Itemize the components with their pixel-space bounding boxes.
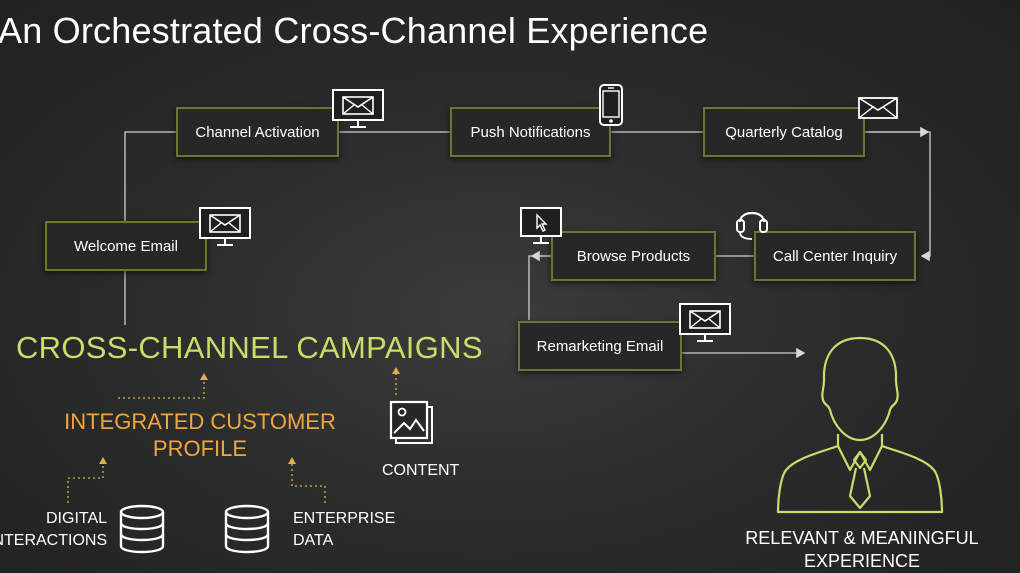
relevant-experience-label: RELEVANT & MEANINGFUL EXPERIENCE	[745, 528, 979, 571]
node-remarketing-email: Remarketing Email	[518, 321, 682, 371]
campaigns-label: CROSS-CHANNEL CAMPAIGNS	[16, 330, 483, 365]
dotted-profile-campaigns	[118, 378, 205, 399]
enterprise-label-line1: ENTERPRISE	[293, 510, 396, 527]
node-push-notifications: Push Notifications	[450, 107, 611, 157]
node-label: Channel Activation	[195, 123, 320, 141]
dotted-digital-profile	[67, 462, 104, 503]
node-welcome-email: Welcome Email	[45, 221, 207, 271]
node-label: Quarterly Catalog	[725, 123, 843, 141]
page-title: An Orchestrated Cross-Channel Experience	[0, 10, 709, 51]
node-call-center-inquiry: Call Center Inquiry	[754, 231, 916, 281]
image-content-icon	[389, 400, 433, 444]
node-label: Remarketing Email	[536, 337, 664, 355]
profile-label: INTEGRATED CUSTOMER PROFILE	[64, 409, 336, 461]
node-label: Browse Products	[576, 247, 691, 265]
digital-label-line2: INTERACTIONS	[0, 532, 108, 549]
digital-label-line1: DIGITAL	[46, 510, 108, 527]
mobile-phone-icon	[599, 84, 623, 126]
database-icon	[119, 504, 165, 554]
email-monitor-icon	[199, 207, 251, 246]
envelope-icon	[858, 97, 898, 119]
database-icon	[224, 504, 270, 554]
connector-welcome-activation	[119, 131, 176, 230]
node-label: Call Center Inquiry	[772, 247, 898, 265]
node-label: Push Notifications	[470, 123, 591, 141]
content-label: CONTENT	[382, 462, 460, 479]
dotted-enterprise-profile	[291, 462, 326, 503]
connector-browse-remarketing	[528, 255, 552, 320]
cursor-monitor-icon	[520, 207, 562, 244]
node-quarterly-catalog: Quarterly Catalog	[703, 107, 865, 157]
person-icon	[776, 336, 944, 514]
node-browse-products: Browse Products	[551, 231, 716, 281]
email-monitor-icon	[679, 303, 731, 342]
email-monitor-icon	[332, 89, 384, 128]
headset-icon	[736, 211, 768, 240]
node-channel-activation: Channel Activation	[176, 107, 339, 157]
node-label: Welcome Email	[74, 237, 178, 255]
enterprise-label-line2: DATA	[293, 532, 334, 549]
